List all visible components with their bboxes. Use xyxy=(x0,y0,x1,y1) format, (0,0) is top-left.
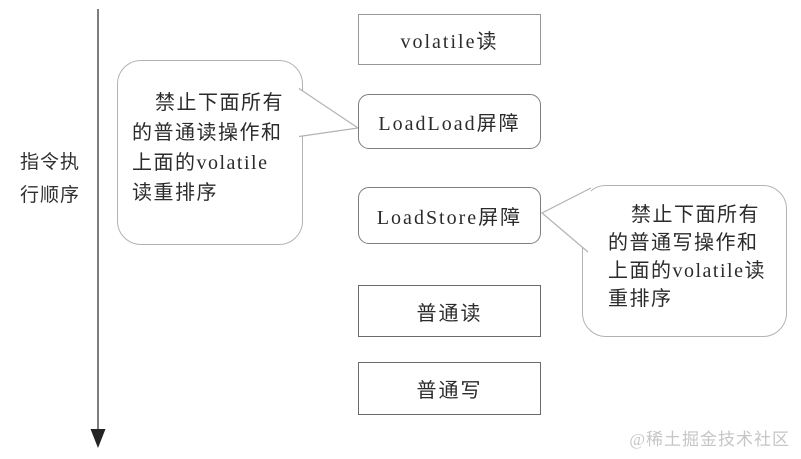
axis-label-line-2: 行顺序 xyxy=(20,185,81,206)
callout-loadstore-barrier: 禁止下面所有 的普通写操作和 上面的volatile读 重排序 xyxy=(582,185,787,337)
callout-loadload-barrier: 禁止下面所有 的普通读操作和 上面的volatile 读重排序 xyxy=(117,60,303,245)
callout-line: 上面的volatile读 xyxy=(608,260,766,282)
box-loadload-barrier: LoadLoad屏障 xyxy=(358,94,541,149)
callout-line: 禁止下面所有 xyxy=(631,204,760,226)
callout-line: 的普通读操作和 xyxy=(132,122,283,144)
callout-line: 上面的volatile xyxy=(132,152,269,174)
callout-line: 读重排序 xyxy=(132,182,218,204)
callout-line: 重排序 xyxy=(608,288,673,310)
axis-label: 指令执 行顺序 xyxy=(20,146,80,212)
watermark: @稀土掘金技术社区 xyxy=(629,430,790,449)
callout-line: 禁止下面所有 xyxy=(155,92,284,114)
box-normal-write: 普通写 xyxy=(358,362,541,415)
arrowhead-down-icon xyxy=(90,429,106,448)
execution-order-arrow xyxy=(90,9,106,448)
box-volatile-read: volatile读 xyxy=(358,14,541,65)
callout-left-tail xyxy=(298,88,360,138)
callout-line: 的普通写操作和 xyxy=(608,232,759,254)
box-loadstore-barrier: LoadStore屏障 xyxy=(358,187,541,244)
axis-label-line-1: 指令执 xyxy=(20,152,81,173)
box-normal-read: 普通读 xyxy=(358,285,541,337)
